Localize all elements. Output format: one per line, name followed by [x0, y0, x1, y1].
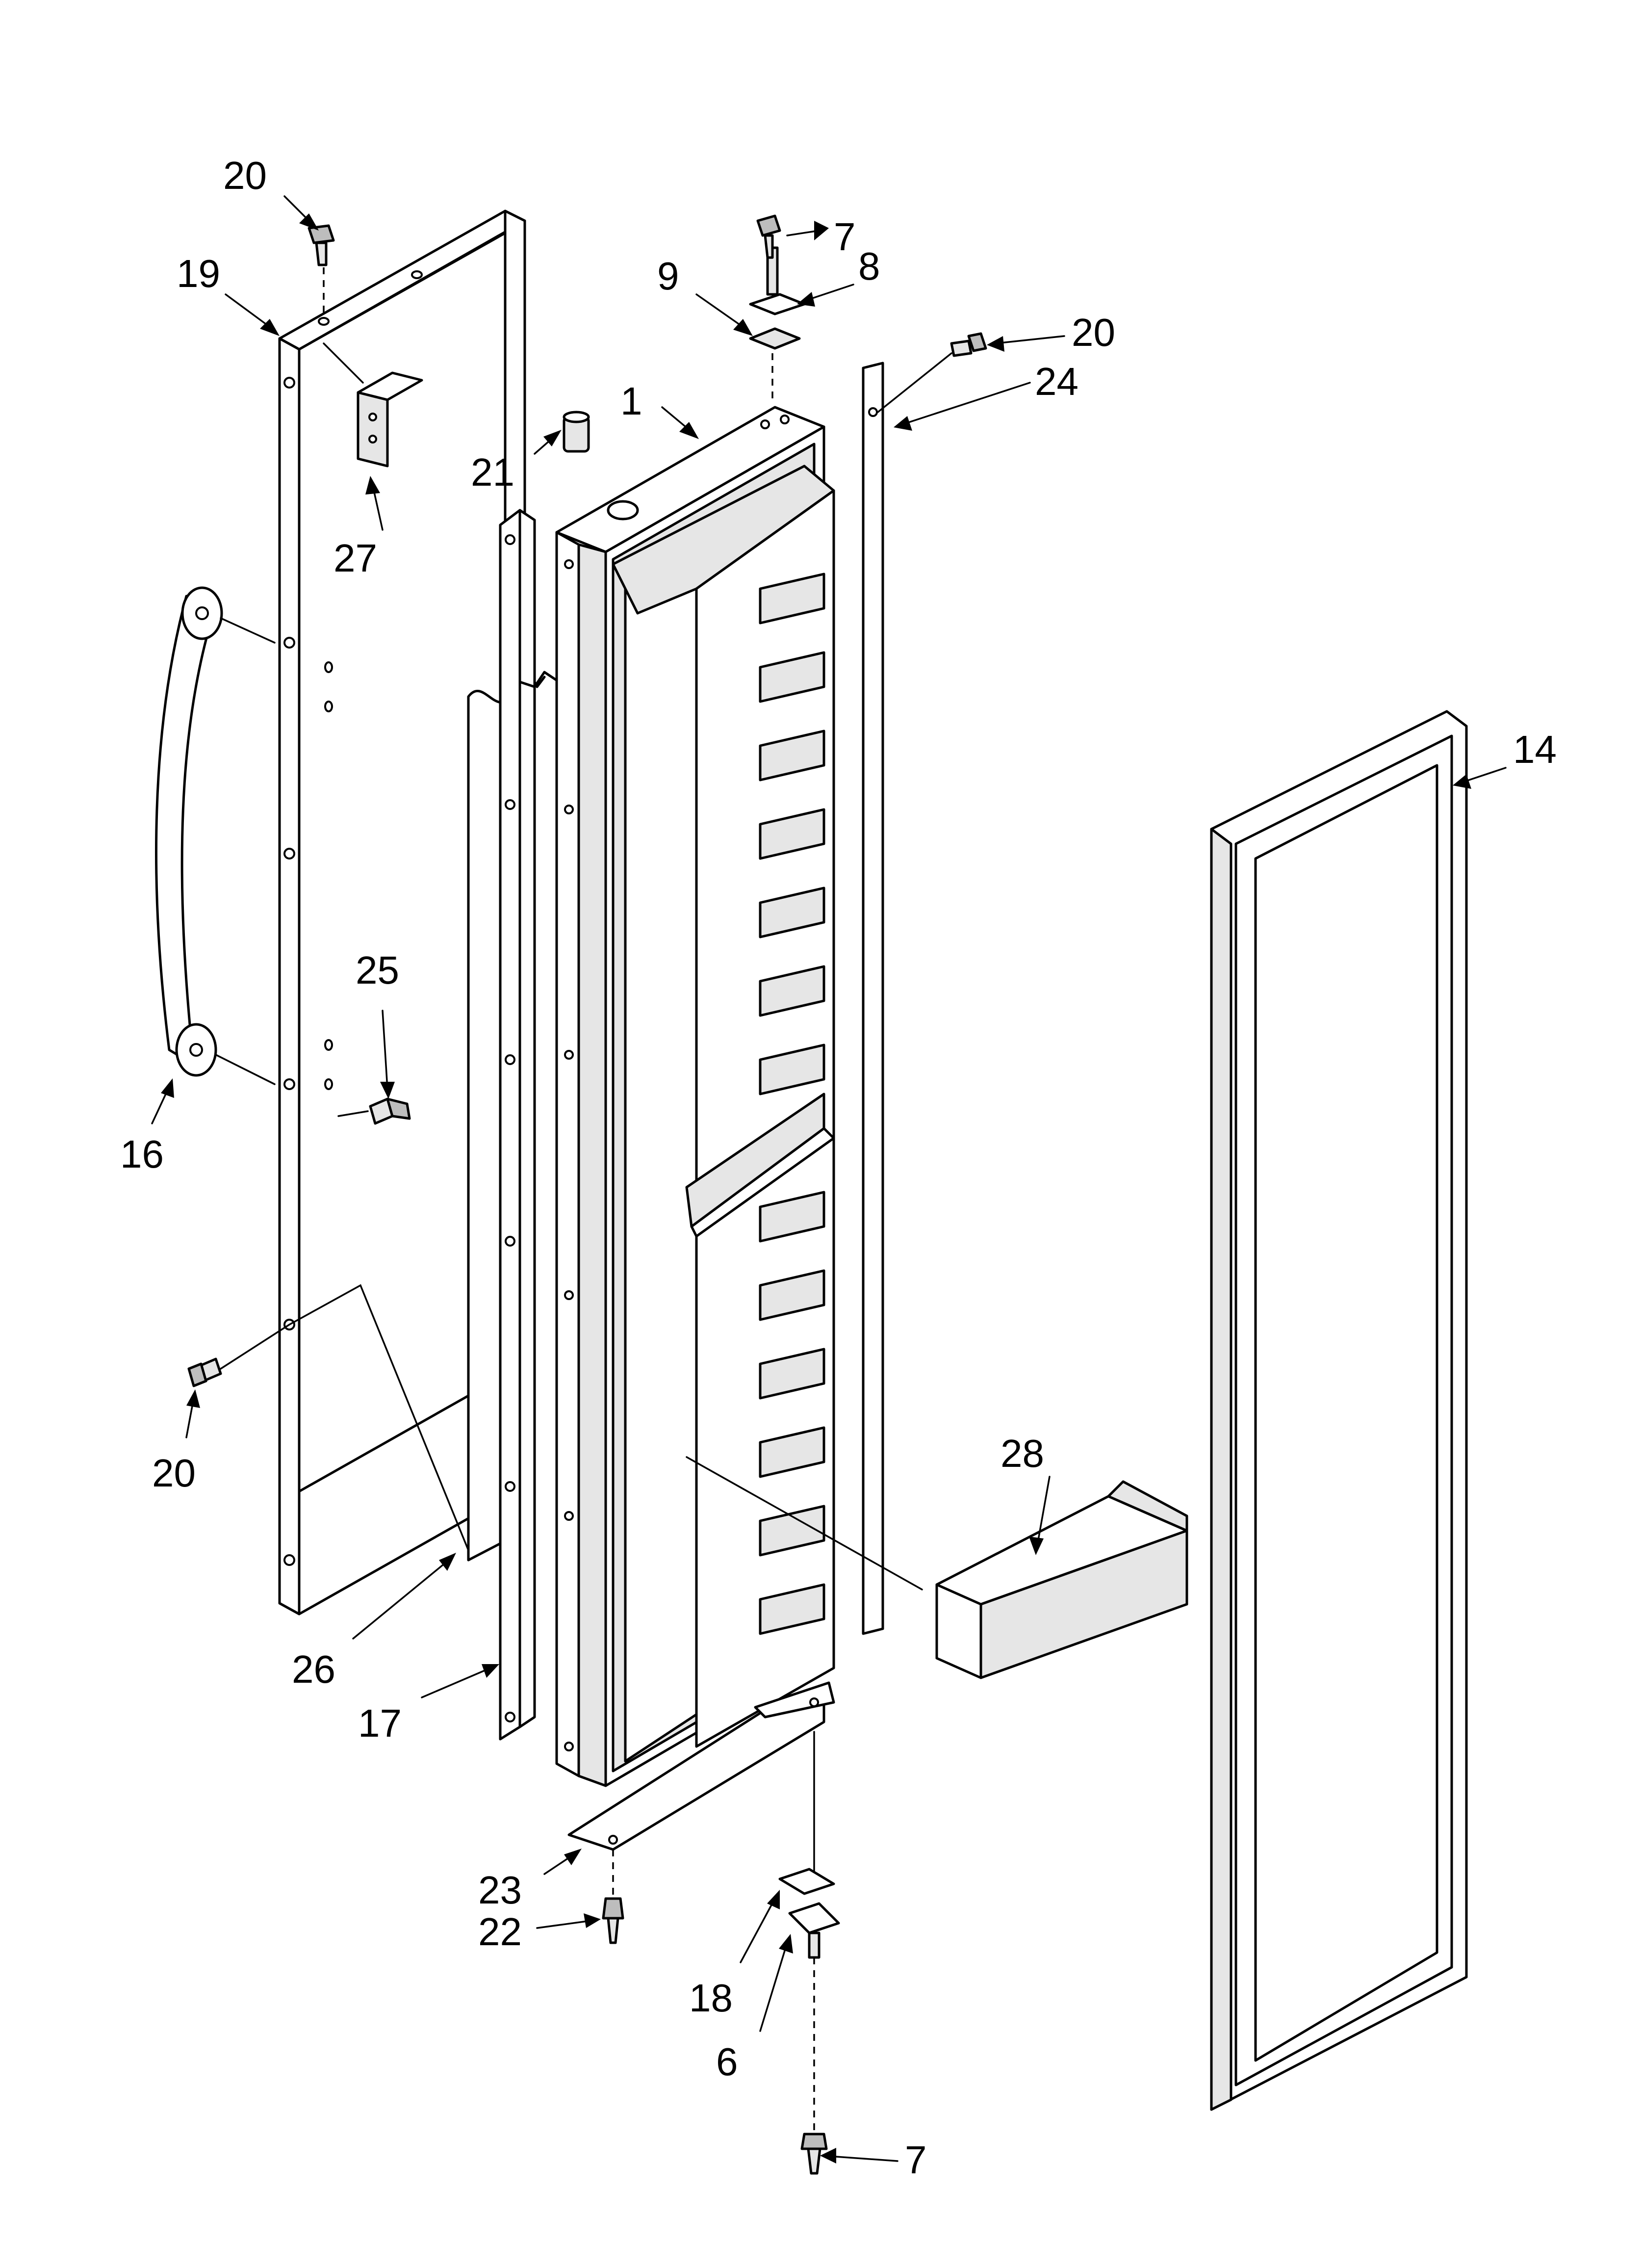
callout-8: 8	[858, 244, 880, 288]
callout-7-top: 7	[834, 215, 856, 259]
callout-28: 28	[1001, 1432, 1044, 1475]
screw-20-top	[308, 224, 335, 314]
callout-21: 21	[471, 450, 514, 494]
callout-25: 25	[356, 948, 399, 992]
callout-18: 18	[689, 1976, 733, 2020]
door-handle	[155, 586, 276, 1085]
callout-9: 9	[657, 254, 679, 298]
callout-20-top: 20	[223, 154, 267, 197]
callout-26: 26	[292, 1647, 335, 1691]
callout-20-right: 20	[1072, 311, 1115, 354]
top-hinge-assembly	[749, 214, 806, 402]
gasket-strip	[862, 362, 884, 1635]
liner-strip	[499, 509, 561, 1741]
callout-23: 23	[478, 1868, 522, 1912]
door-stop	[563, 411, 590, 453]
leader-arrows	[151, 195, 1507, 2164]
screw-20-lower	[187, 1324, 290, 1387]
callout-7-bottom: 7	[905, 2138, 927, 2182]
handle-bracket	[323, 342, 423, 468]
callout-22: 22	[478, 1910, 522, 1954]
callout-labels: 20 19 7 8 9 20 24 1 21 27 14 25 16 20 28…	[120, 154, 1557, 2182]
screw-20-right	[877, 332, 987, 413]
bottom-hinge-assembly	[567, 1681, 840, 2175]
callout-16: 16	[120, 1132, 164, 1176]
shelf-ribs	[759, 573, 825, 1635]
callout-24: 24	[1035, 360, 1078, 403]
callout-20-lower: 20	[152, 1451, 196, 1495]
callout-27: 27	[334, 536, 377, 580]
screw-25	[337, 1097, 411, 1125]
door-bin	[686, 1456, 1188, 1679]
callout-1: 1	[620, 379, 642, 423]
callout-17: 17	[358, 1701, 402, 1745]
callout-6: 6	[716, 2040, 738, 2084]
door-gasket	[1210, 710, 1468, 2111]
callout-19: 19	[177, 252, 220, 295]
callout-14: 14	[1513, 728, 1557, 771]
